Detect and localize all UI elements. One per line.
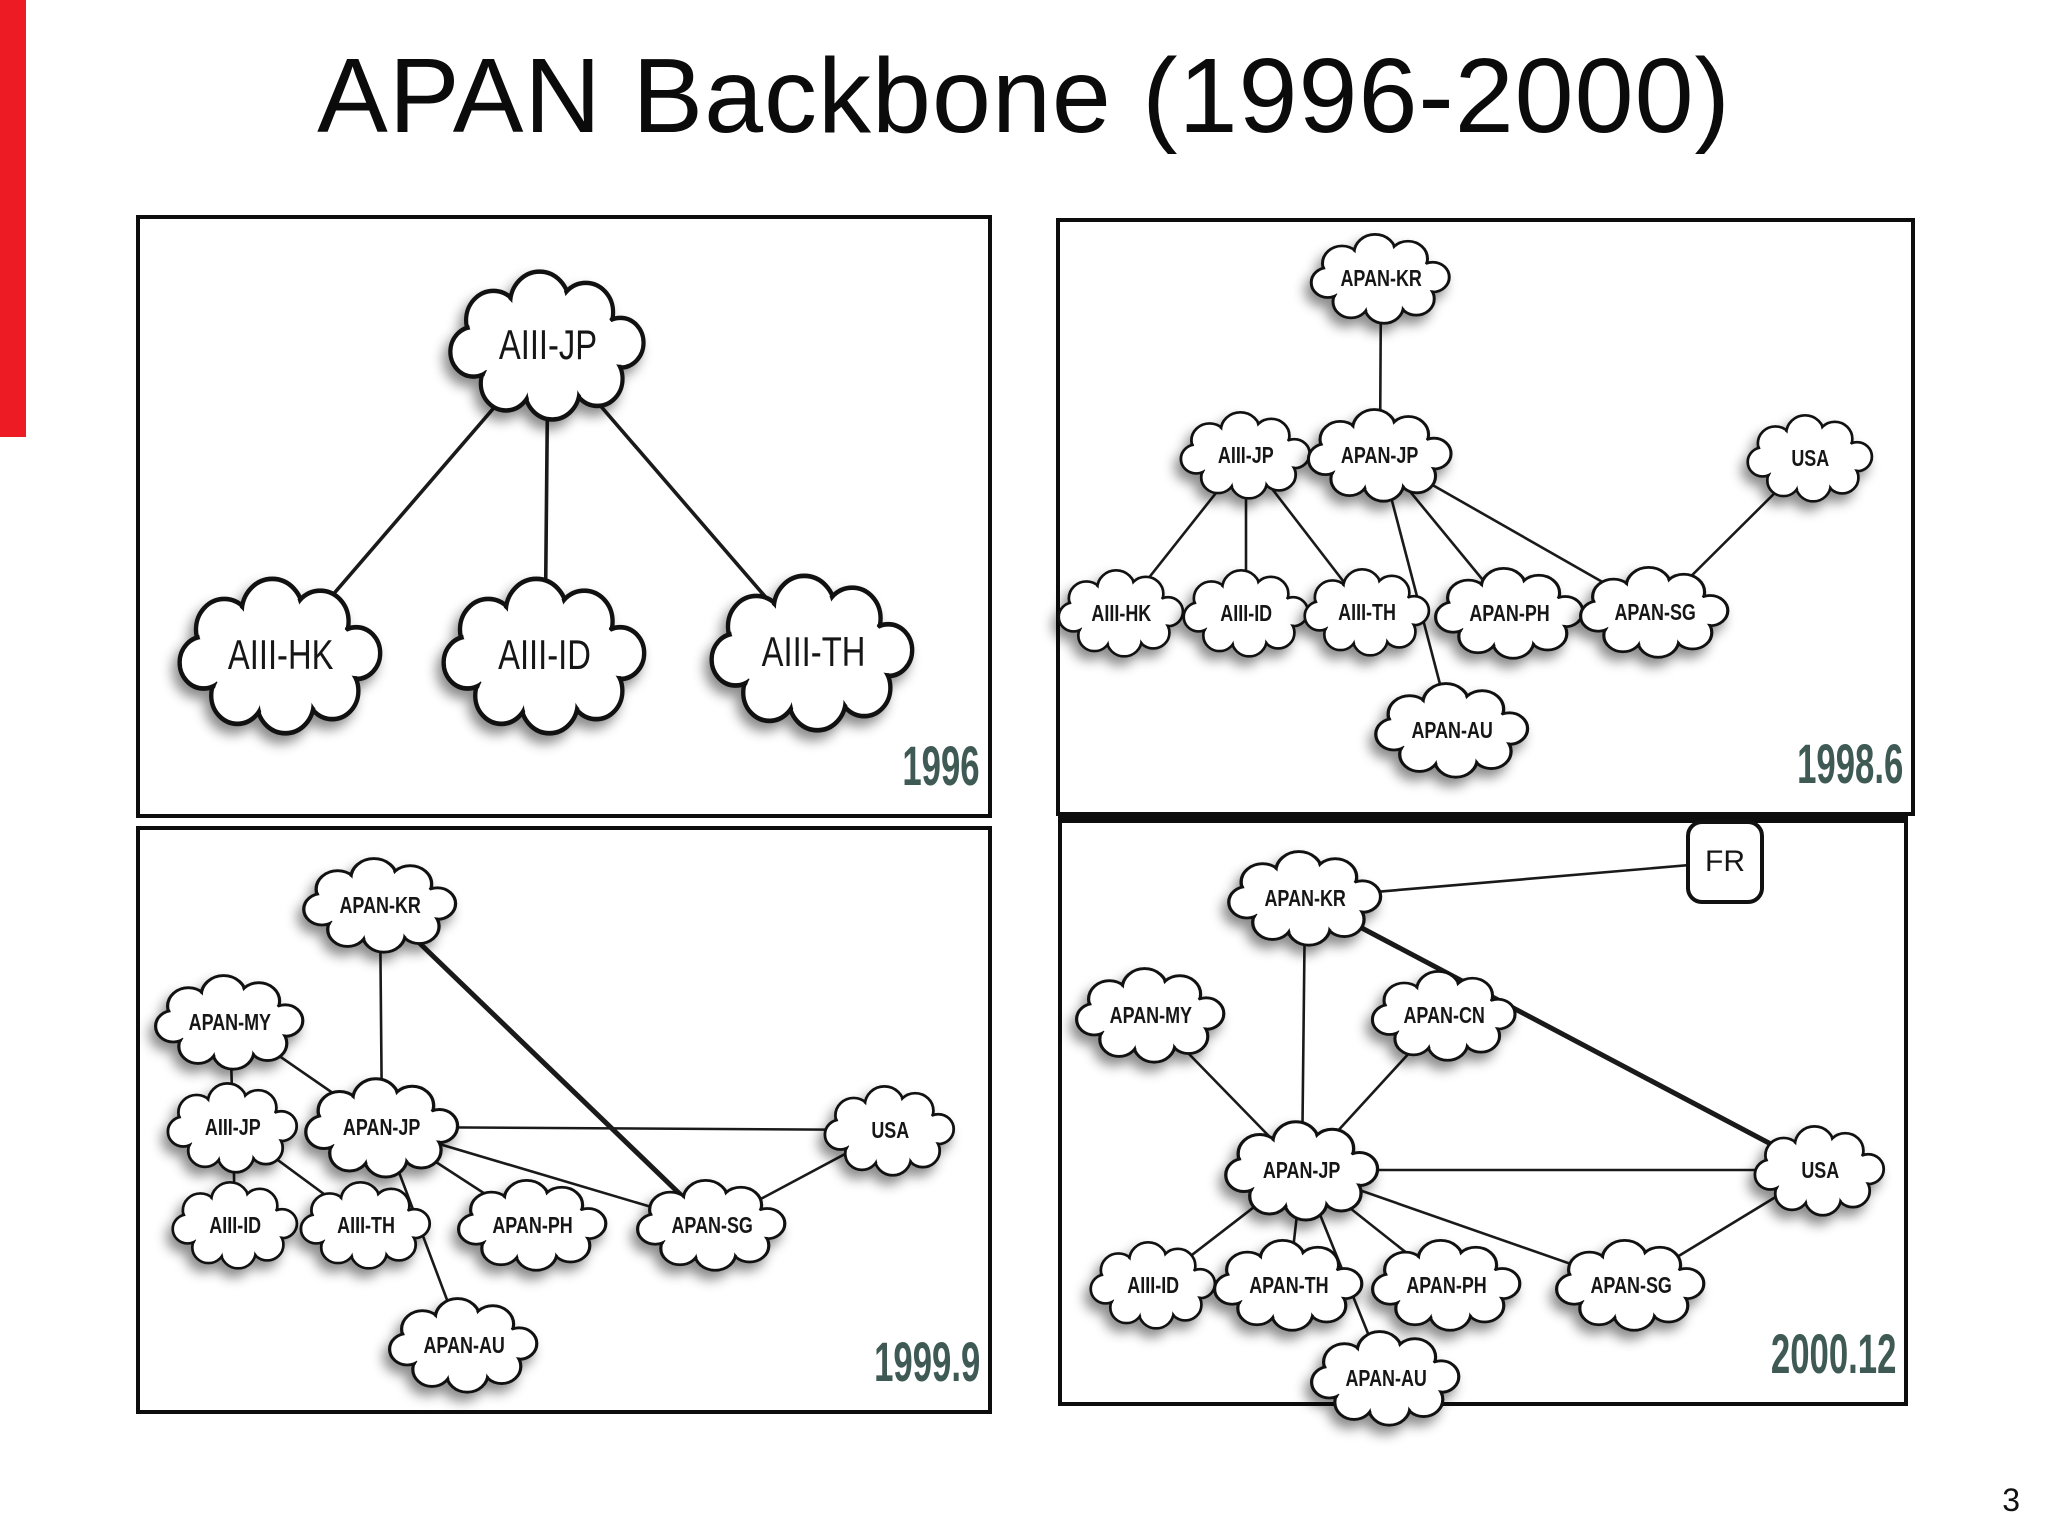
node-label: USA <box>1801 1156 1839 1183</box>
rect-node-panel-2000-fr: FR <box>1686 820 1764 904</box>
cloud-node-panel-1998-aiii-jp: AIII-JP <box>1176 409 1316 501</box>
node-label: AIII-ID <box>498 631 592 678</box>
cloud-node-panel-1999-apan-kr: APAN-KR <box>298 855 463 955</box>
node-label: APAN-AU <box>1411 716 1493 743</box>
cloud-node-panel-1999-apan-sg: APAN-SG <box>632 1177 792 1273</box>
year-label-1999.9: 1999.9 <box>874 1330 981 1393</box>
cloud-node-panel-2000-apan-th: APAN-TH <box>1209 1237 1369 1333</box>
cloud-node-panel-1996-aiii-th: AIII-TH <box>704 570 922 735</box>
cloud-node-panel-1998-aiii-th: AIII-TH <box>1300 566 1435 658</box>
node-label: APAN-SG <box>1614 598 1696 625</box>
node-label: USA <box>1791 444 1829 471</box>
node-label: APAN-AU <box>1345 1364 1427 1391</box>
cloud-node-panel-2000-apan-ph: APAN-PH <box>1367 1237 1527 1333</box>
cloud-node-panel-2000-usa: USA <box>1750 1123 1890 1218</box>
node-label: AIII-ID <box>209 1211 261 1238</box>
node-label: FR <box>1705 845 1745 878</box>
cloud-node-panel-1998-apan-sg: APAN-SG <box>1575 564 1735 660</box>
cloud-node-panel-1998-apan-jp: APAN-JP <box>1303 406 1458 504</box>
cloud-node-panel-1996-aiii-id: AIII-ID <box>436 573 654 738</box>
cloud-node-panel-1998-apan-kr: APAN-KR <box>1306 231 1456 326</box>
node-label: AIII-TH <box>761 628 865 675</box>
cloud-node-panel-1998-aiii-hk: AIII-HK <box>1054 567 1189 659</box>
node-label: APAN-MY <box>1109 1001 1193 1028</box>
red-accent-bar <box>0 0 26 437</box>
edge-apan-kr-usa <box>1303 895 1822 1173</box>
node-label: AIII-ID <box>1220 599 1272 626</box>
node-label: AIII-JP <box>205 1113 261 1140</box>
node-label: APAN-TH <box>1249 1271 1329 1298</box>
node-label: APAN-JP <box>1341 441 1419 468</box>
edge-apan-kr-apan-sg <box>378 903 714 1227</box>
node-label: APAN-SG <box>1590 1271 1672 1298</box>
node-label: AIII-HK <box>228 631 334 678</box>
node-label: APAN-AU <box>423 1331 505 1358</box>
cloud-node-panel-1996-aiii-jp: AIII-JP <box>443 266 653 424</box>
edge-apan-jp-usa <box>381 1125 891 1132</box>
cloud-node-panel-2000-apan-sg: APAN-SG <box>1551 1237 1711 1333</box>
year-label-1996: 1996 <box>902 734 980 797</box>
node-label: APAN-PH <box>1406 1271 1488 1298</box>
cloud-node-panel-2000-apan-jp: APAN-JP <box>1220 1118 1385 1223</box>
cloud-node-panel-1999-apan-ph: APAN-PH <box>453 1177 613 1273</box>
node-label: AIII-JP <box>1218 441 1274 468</box>
year-label-1998.6: 1998.6 <box>1797 732 1904 795</box>
cloud-node-panel-1999-usa: USA <box>820 1083 960 1178</box>
node-label: APAN-KR <box>1340 264 1422 291</box>
node-label: USA <box>871 1116 909 1143</box>
node-label: APAN-JP <box>343 1113 421 1140</box>
node-label: AIII-TH <box>1338 598 1396 625</box>
cloud-node-panel-1999-aiii-jp: AIII-JP <box>163 1080 303 1175</box>
cloud-node-panel-1999-apan-au: APAN-AU <box>384 1295 544 1395</box>
year-label-2000.12: 2000.12 <box>1770 1322 1897 1385</box>
cloud-node-panel-1999-aiii-th: AIII-TH <box>296 1179 436 1271</box>
node-label: APAN-SG <box>671 1211 753 1238</box>
slide-title: APAN Backbone (1996-2000) <box>317 37 1731 155</box>
cloud-node-panel-1998-apan-au: APAN-AU <box>1370 680 1535 780</box>
node-label: APAN-KR <box>339 891 421 918</box>
cloud-node-panel-2000-apan-au: APAN-AU <box>1306 1328 1466 1428</box>
node-label: AIII-HK <box>1091 599 1151 626</box>
node-label: APAN-MY <box>188 1008 272 1035</box>
page-number: 3 <box>2002 1482 2020 1518</box>
cloud-node-panel-2000-apan-cn: APAN-CN <box>1367 968 1522 1063</box>
cloud-node-panel-2000-apan-my: APAN-MY <box>1071 965 1231 1065</box>
cloud-node-panel-1998-apan-ph: APAN-PH <box>1430 565 1590 661</box>
cloud-node-panel-1998-usa: USA <box>1743 412 1878 504</box>
cloud-node-panel-1999-aiii-id: AIII-ID <box>168 1179 303 1271</box>
node-label: AIII-TH <box>337 1211 395 1238</box>
cloud-node-panel-1999-apan-jp: APAN-JP <box>300 1075 465 1180</box>
cloud-node-panel-1996-aiii-hk: AIII-HK <box>172 573 390 738</box>
node-label: AIII-ID <box>1127 1271 1179 1298</box>
node-label: APAN-KR <box>1264 884 1346 911</box>
cloud-node-panel-2000-apan-kr: APAN-KR <box>1223 848 1388 948</box>
cloud-node-panel-1998-aiii-id: AIII-ID <box>1179 567 1314 659</box>
node-label: AIII-JP <box>498 321 598 368</box>
cloud-node-panel-2000-aiii-id: AIII-ID <box>1086 1239 1221 1331</box>
node-label: APAN-PH <box>492 1211 574 1238</box>
node-label: APAN-CN <box>1403 1001 1485 1028</box>
node-label: APAN-JP <box>1263 1156 1341 1183</box>
node-label: APAN-PH <box>1469 599 1551 626</box>
cloud-node-panel-1999-apan-my: APAN-MY <box>150 972 310 1072</box>
